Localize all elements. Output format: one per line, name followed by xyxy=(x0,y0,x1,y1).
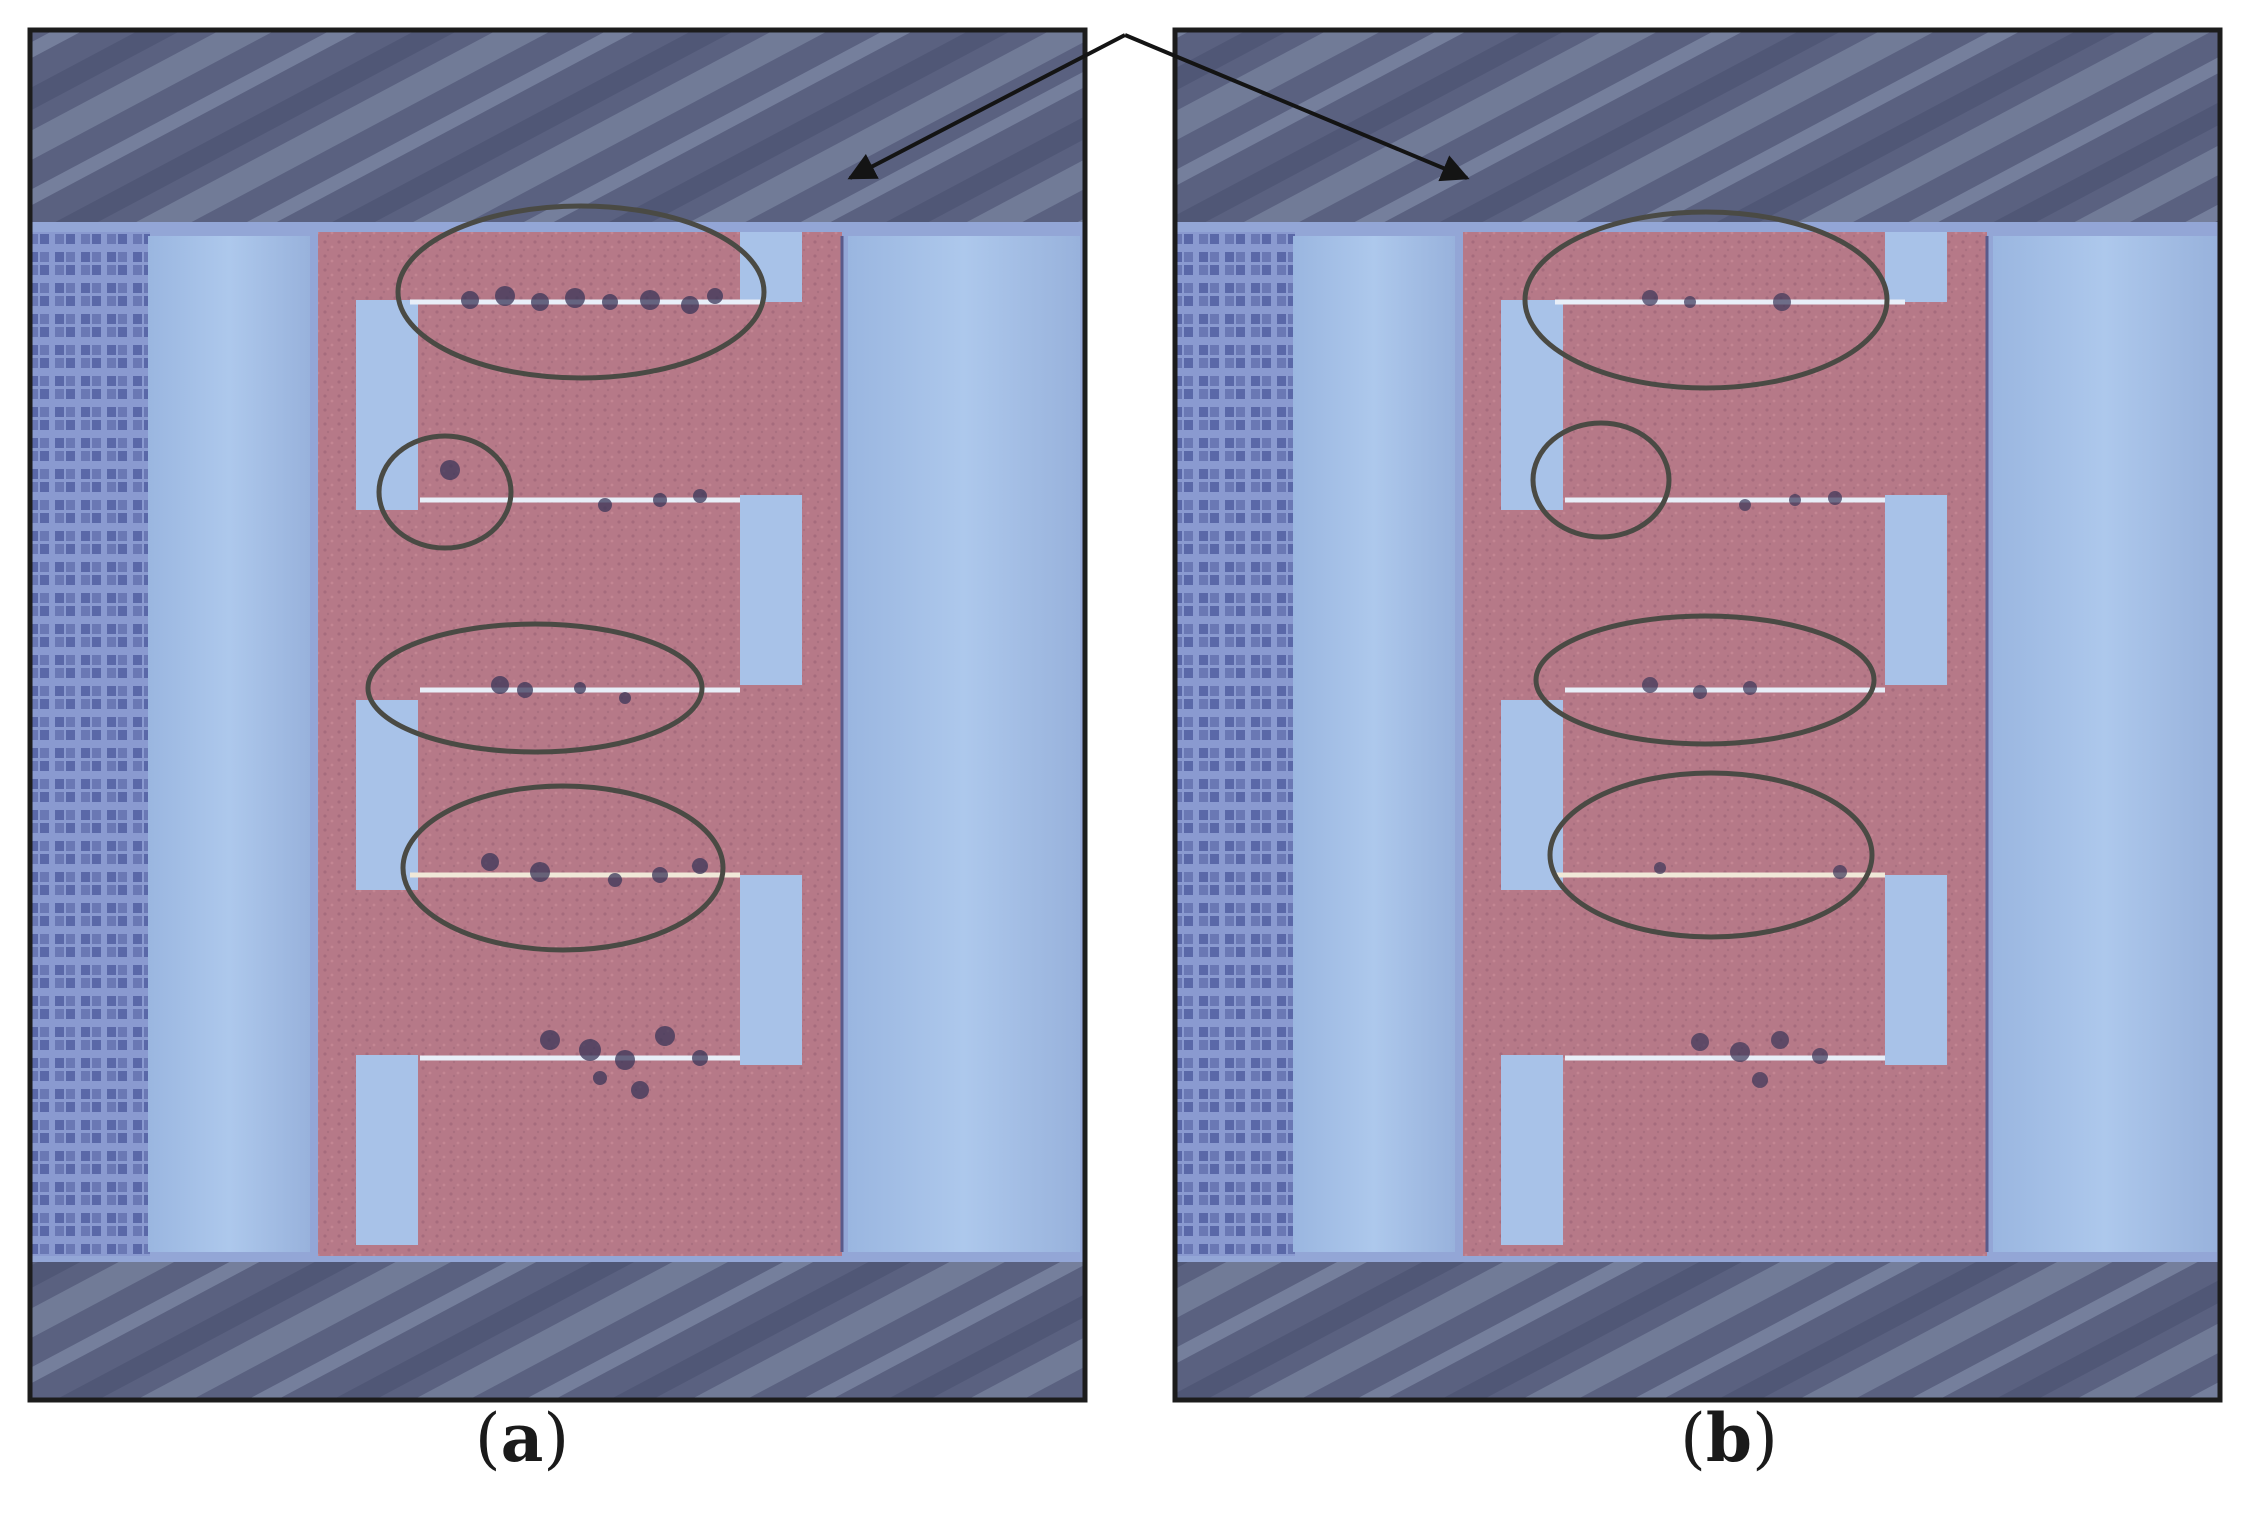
panel-a-frame xyxy=(27,27,1088,1403)
panel-b-micrograph xyxy=(1172,27,2223,1403)
panel-b-caption: (b) xyxy=(1680,1399,1778,1477)
panel-a-metal-left xyxy=(148,236,310,1252)
panel-a-highlight-4 xyxy=(400,783,726,953)
panel-a-highlight-2 xyxy=(376,433,514,551)
panel-b-highlight-3 xyxy=(1533,613,1877,747)
panel-b-window-2 xyxy=(1501,700,1563,890)
panel-b-pad-array xyxy=(1177,232,1295,1256)
panel-a-defects xyxy=(440,286,723,1099)
panel-b-metal-right xyxy=(1993,236,2217,1252)
panel-b-highlight-2 xyxy=(1530,420,1672,540)
panel-b-highlight-4 xyxy=(1547,770,1875,940)
arrow-to-panel-a xyxy=(847,33,1126,180)
panel-a-window-6 xyxy=(740,875,802,1065)
panel-b-window-6 xyxy=(1885,875,1947,1065)
panel-a-highlight-3 xyxy=(365,621,705,755)
panel-b-metal-left xyxy=(1293,236,1455,1252)
panel-a-window-3 xyxy=(356,1055,418,1245)
panel-b-defects xyxy=(1642,290,1847,1088)
panel-a-window-5 xyxy=(740,495,802,685)
panel-b-caption-label: b xyxy=(1705,1399,1753,1477)
panel-b-highlight-1 xyxy=(1522,209,1890,391)
panel-b-frame xyxy=(1172,27,2223,1403)
pointer-arrows xyxy=(847,33,1470,182)
panel-a-caption-label: a xyxy=(500,1399,544,1477)
panel-b-window-3 xyxy=(1501,1055,1563,1245)
panel-a-window-4 xyxy=(740,232,802,302)
panel-a-highlights xyxy=(365,203,767,953)
panel-a-metal-right xyxy=(848,236,1080,1252)
panel-b-window-5 xyxy=(1885,495,1947,685)
panel-a-highlight-1 xyxy=(395,203,767,381)
panel-a-caption: (a) xyxy=(474,1399,570,1477)
panel-a-micrograph xyxy=(27,27,1088,1403)
panel-a-pad-array xyxy=(32,232,150,1256)
panel-a-window-1 xyxy=(356,300,418,510)
panel-b-window-4 xyxy=(1885,232,1947,302)
arrow-to-panel-b xyxy=(1124,33,1470,182)
panel-b-highlights xyxy=(1522,209,1890,940)
